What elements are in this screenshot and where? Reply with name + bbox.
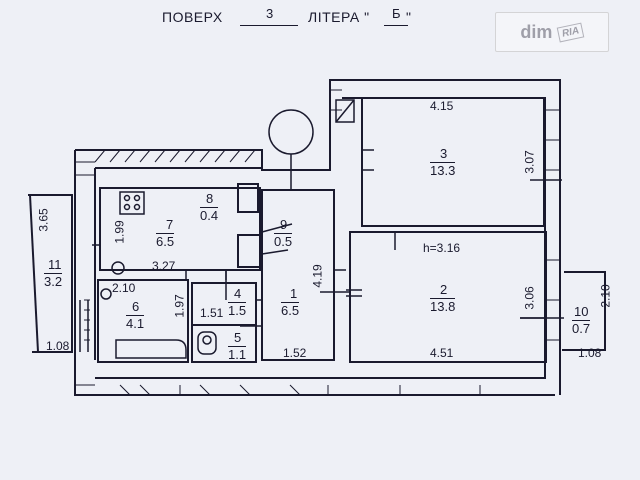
room-2-number: 2: [440, 282, 448, 297]
dim-room4-bottom: 1.51: [200, 306, 224, 320]
watermark-brand: dim: [520, 21, 553, 42]
room-9-number: 9: [280, 217, 288, 232]
floor-label: ПОВЕРХ: [162, 9, 223, 25]
room-7-number: 7: [166, 217, 174, 232]
room-1-number: 1: [290, 286, 298, 301]
room-11-number: 11: [48, 257, 62, 272]
room-6-area: 4.1: [126, 315, 145, 331]
watermark-ria: RIA: [557, 22, 585, 42]
room-3-area: 13.3: [430, 162, 456, 178]
room-1-area: 6.5: [281, 302, 300, 318]
room-8-number: 8: [206, 191, 214, 206]
dim-room7-left: 1.99: [112, 220, 127, 244]
room-10-number: 10: [574, 304, 589, 319]
room-5-area: 1.1: [228, 346, 247, 362]
room-7-area: 6.5: [156, 233, 175, 249]
letter-value: Б: [392, 6, 402, 21]
room-6-number: 6: [132, 299, 140, 314]
room-4-area: 1.5: [228, 302, 247, 318]
room-10-area: 0.7: [572, 320, 591, 336]
dim-room3-right: 3.07: [522, 150, 537, 174]
room-8-area: 0.4: [200, 207, 219, 223]
room-3-number: 3: [440, 146, 448, 161]
dim-room10-bottom: 1.08: [578, 346, 602, 360]
dim-room1-left: 4.19: [310, 264, 325, 288]
room-11-area: 3.2: [44, 273, 63, 289]
dim-room10-right: 2.10: [598, 284, 613, 308]
ceiling-height: h=3.16: [423, 241, 461, 255]
dim-room1-bottom: 1.52: [283, 346, 307, 360]
floor-underline: [240, 25, 298, 26]
dim-room6-top: 2.10: [112, 281, 136, 295]
letter-label: ЛІТЕРА ": [308, 9, 370, 25]
dim-room11-bottom: 1.08: [46, 339, 70, 353]
letter-underline: [384, 25, 408, 26]
dim-room6-right: 1.97: [172, 294, 187, 318]
dim-room2-bottom: 4.51: [430, 346, 454, 360]
dimria-watermark-logo: dim RIA: [495, 12, 609, 52]
room-9-area: 0.5: [274, 233, 293, 249]
room-5-number: 5: [234, 330, 242, 345]
floor-value: 3: [266, 6, 274, 21]
room-4-number: 4: [234, 286, 242, 301]
letter-close: ": [406, 9, 412, 25]
room-2-area: 13.8: [430, 298, 456, 314]
dim-room11-height: 3.65: [36, 208, 51, 232]
dim-room7-bottom: 3.27: [152, 259, 176, 273]
dim-room3-top: 4.15: [430, 99, 454, 113]
dim-room2-right: 3.06: [522, 286, 537, 310]
